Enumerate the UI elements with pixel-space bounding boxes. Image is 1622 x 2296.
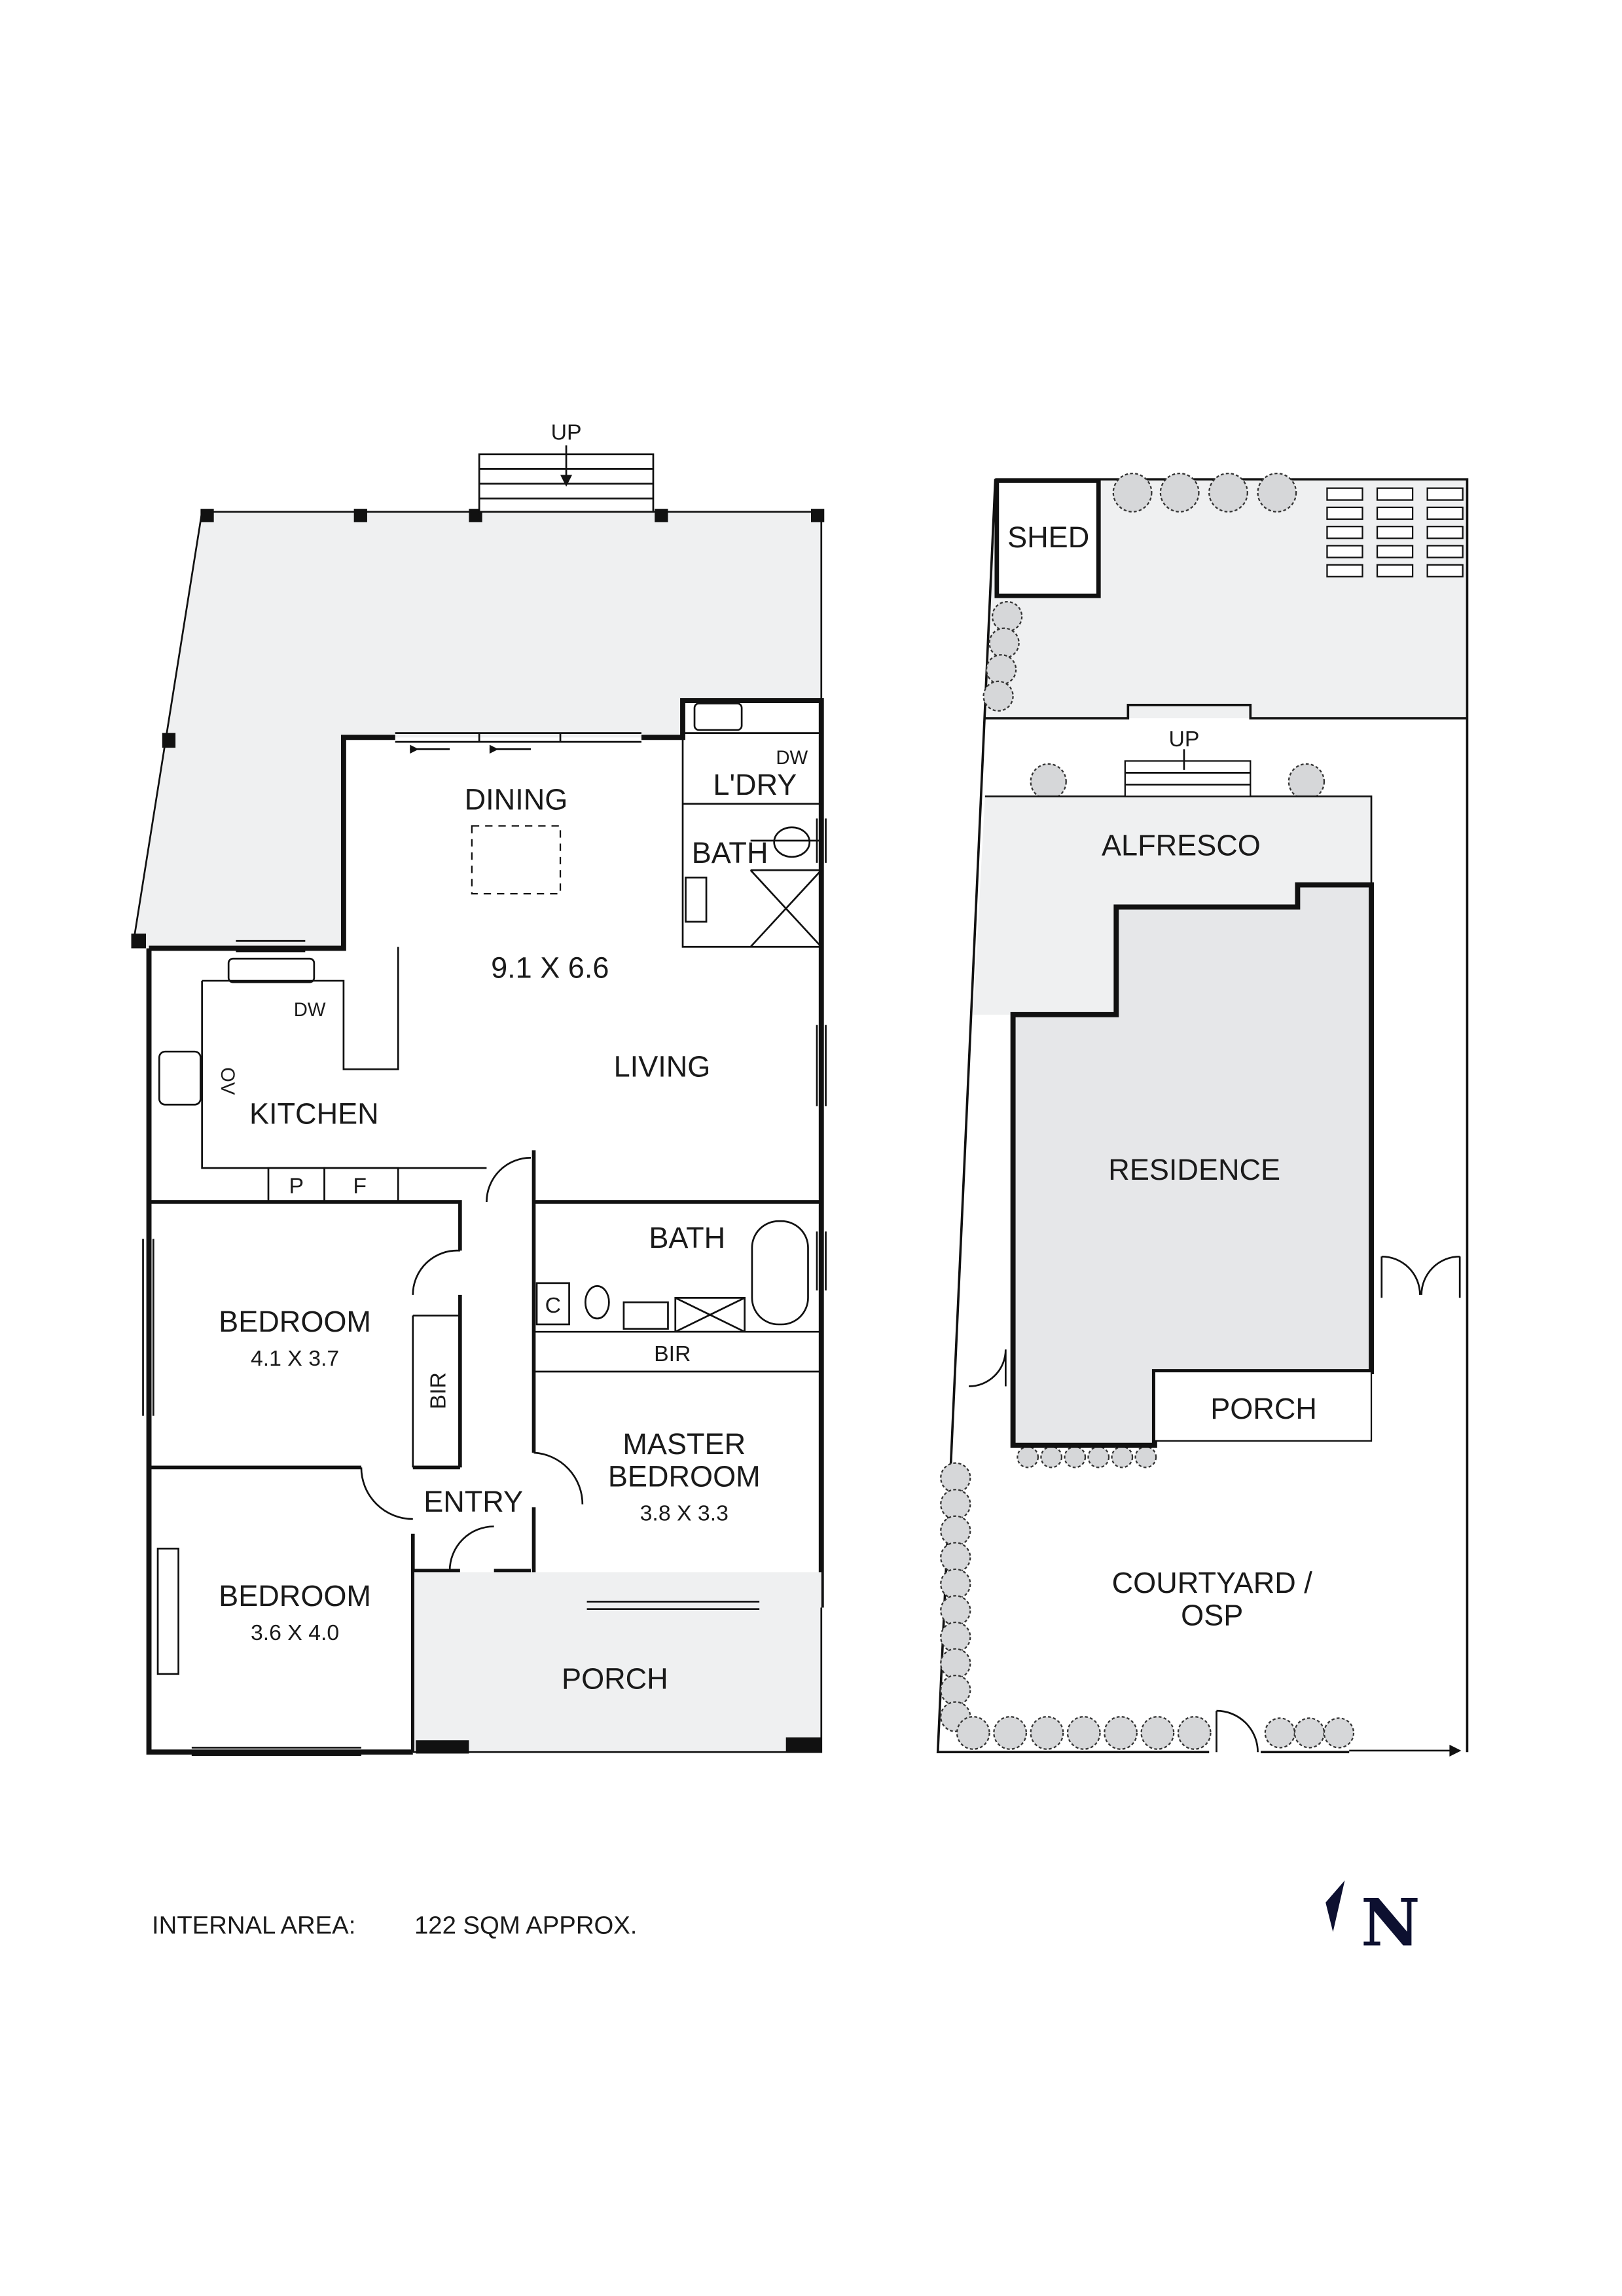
paver — [1426, 564, 1464, 577]
paver — [1326, 564, 1363, 577]
shrub-icon — [1040, 1446, 1063, 1468]
internal-area-label: INTERNAL AREA: — [152, 1911, 355, 1939]
shrub-icon — [940, 1674, 971, 1706]
paver — [1376, 564, 1414, 577]
internal-area-value: 122 SQM APPROX. — [414, 1911, 637, 1939]
paver — [1326, 487, 1363, 501]
shrub-icon — [940, 1568, 971, 1600]
cupboard-label: C — [545, 1293, 561, 1318]
shrub-icon — [1066, 1716, 1101, 1750]
exterior-walls — [146, 698, 824, 1755]
residence — [1010, 882, 1374, 1448]
alfresco-area — [132, 511, 821, 947]
bedroom1-label: BEDROOM — [219, 1305, 371, 1338]
paver — [1326, 506, 1363, 520]
north-arrow-icon — [1325, 1880, 1345, 1933]
courtyard-label-1: COURTYARD / — [1112, 1566, 1313, 1599]
shrub-icon — [1208, 472, 1248, 513]
shrub-icon — [1104, 1716, 1138, 1750]
courtyard-label-2: OSP — [1181, 1598, 1243, 1631]
shrub-icon — [1293, 1717, 1325, 1749]
laundry-dishwasher-label: DW — [776, 747, 808, 769]
shrub-icon — [1288, 763, 1325, 801]
dining-label: DINING — [465, 783, 568, 816]
pantry-label: P — [289, 1173, 304, 1198]
shed — [994, 479, 1101, 598]
paver — [1426, 487, 1464, 501]
shrubs — [940, 472, 1355, 1750]
north-arrow: N — [1325, 1880, 1420, 1961]
master-bir-label: BIR — [654, 1341, 691, 1366]
pavers — [1326, 487, 1464, 577]
living-size-label: 9.1 X 6.6 — [491, 951, 609, 985]
kitchen-dishwasher-label: DW — [294, 999, 326, 1021]
shrub-icon — [940, 1489, 971, 1520]
alfresco-posts — [131, 509, 825, 949]
bath-lower-label: BATH — [649, 1221, 725, 1254]
shrub-icon — [940, 1621, 971, 1653]
paver — [1426, 506, 1464, 520]
shrub-icon — [1017, 1446, 1039, 1468]
shrub-icon — [1177, 1716, 1212, 1750]
up-label: UP — [551, 420, 582, 445]
master-label-1: MASTER — [622, 1427, 746, 1461]
shrub-icon — [1134, 1446, 1157, 1468]
shrub-icon — [1030, 763, 1067, 801]
north-letter: N — [1361, 1885, 1420, 1961]
oven-label: OV — [217, 1067, 238, 1095]
shrub-icon — [1140, 1716, 1175, 1750]
living-label: LIVING — [614, 1049, 711, 1083]
steps — [478, 445, 655, 513]
site-up-label: UP — [1168, 727, 1199, 752]
paver — [1426, 545, 1464, 558]
shrub-icon — [1159, 472, 1200, 513]
shrub-icon — [1323, 1717, 1355, 1749]
paver — [1376, 545, 1414, 558]
shrub-icon — [1111, 1446, 1134, 1468]
shrub-icon — [1064, 1446, 1087, 1468]
bath-upper-label: BATH — [692, 836, 768, 869]
bedroom2-label: BEDROOM — [219, 1579, 371, 1613]
shrub-icon — [1257, 472, 1297, 513]
paver — [1426, 526, 1464, 539]
shrub-icon — [940, 1648, 971, 1679]
site-porch — [1153, 1370, 1373, 1442]
paver — [1326, 545, 1363, 558]
shrub-icon — [940, 1542, 971, 1573]
kitchen-label: KITCHEN — [249, 1097, 379, 1131]
paver — [1376, 487, 1414, 501]
shrub-icon — [988, 627, 1020, 659]
master-label-2: BEDROOM — [608, 1460, 761, 1493]
site-alfresco-label: ALFRESCO — [1102, 829, 1261, 862]
shrub-icon — [956, 1716, 990, 1750]
bedroom2-size: 3.6 X 4.0 — [251, 1620, 339, 1645]
shrub-icon — [1030, 1716, 1064, 1750]
shrub-icon — [1087, 1446, 1110, 1468]
shrub-icon — [1264, 1717, 1296, 1749]
entry-label: ENTRY — [424, 1485, 523, 1518]
shrub-icon — [940, 1515, 971, 1546]
residence-label: RESIDENCE — [1108, 1153, 1280, 1186]
shrub-icon — [993, 1716, 1028, 1750]
floor-plan: UP L'DRY DW BATH KITCHEN DW OV P F DININ… — [131, 420, 827, 1757]
site-porch-label: PORCH — [1210, 1392, 1317, 1425]
porch-label: PORCH — [562, 1662, 668, 1695]
fridge-label: F — [353, 1173, 367, 1198]
paver — [1376, 526, 1414, 539]
site-plan: SHED UP ALFRESCO RESIDENCE PORCH COURTYA… — [936, 472, 1469, 1757]
paver — [1326, 526, 1363, 539]
shrub-icon — [991, 600, 1023, 632]
shed-label: SHED — [1007, 520, 1089, 554]
bedroom1-size: 4.1 X 3.7 — [251, 1346, 339, 1371]
master-size: 3.8 X 3.3 — [640, 1501, 729, 1526]
paver — [1376, 506, 1414, 520]
shrub-icon — [940, 1462, 971, 1493]
shrub-icon — [1112, 472, 1153, 513]
shrub-icon — [940, 1595, 971, 1626]
bedroom1-bir-label: BIR — [425, 1372, 450, 1409]
laundry-label: L'DRY — [713, 768, 797, 801]
shrub-icon — [985, 654, 1017, 685]
shrub-icon — [982, 680, 1014, 712]
